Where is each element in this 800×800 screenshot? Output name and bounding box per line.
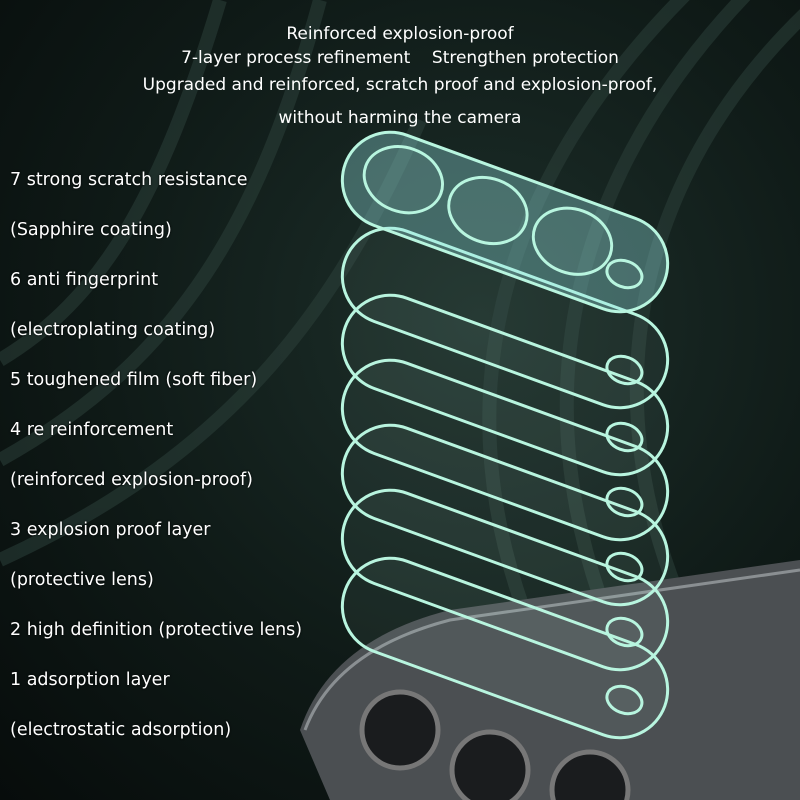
lens-cutout-icon	[362, 145, 444, 215]
hole-icon	[605, 551, 644, 583]
camera-lens-icon	[549, 749, 631, 800]
layer-label: (reinforced explosion-proof)	[10, 470, 254, 490]
header-line-3: Upgraded and reinforced, scratch proof a…	[142, 75, 658, 95]
lens-cutout-icon	[447, 175, 529, 245]
glass-layer	[340, 556, 670, 740]
hole-icon	[605, 684, 644, 716]
layer-label: (Sapphire coating)	[10, 220, 172, 240]
glass-layer	[340, 226, 670, 410]
hole-icon	[605, 421, 644, 453]
layer-label: 2 high definition (protective lens)	[10, 620, 303, 640]
header-line-2: 7-layer process refinement Strengthen pr…	[181, 48, 619, 68]
layer-label: (electrostatic adsorption)	[10, 720, 232, 740]
layer-label: 1 adsorption layer	[10, 670, 170, 690]
hole-icon	[605, 354, 644, 386]
layer-label: 3 explosion proof layer	[10, 520, 211, 540]
layer-label: 5 toughened film (soft fiber)	[10, 370, 258, 390]
header-line-1: Reinforced explosion-proof	[286, 24, 514, 44]
layer-label: 7 strong scratch resistance	[10, 170, 248, 190]
layer-label: 6 anti fingerprint	[10, 270, 159, 290]
camera-lens-icon	[449, 729, 531, 800]
header-line-4: without harming the camera	[278, 108, 522, 128]
hole-icon	[605, 258, 644, 290]
lens-cutout-icon	[531, 206, 614, 276]
phone	[300, 560, 800, 800]
layer-label: (protective lens)	[10, 570, 154, 590]
layer-label: 4 re reinforcement	[10, 420, 174, 440]
hole-icon	[605, 486, 644, 518]
camera-lens-icon	[359, 689, 441, 771]
top-glass-layer	[340, 130, 670, 314]
layer-label: (electroplating coating)	[10, 320, 216, 340]
hole-icon	[605, 616, 644, 648]
